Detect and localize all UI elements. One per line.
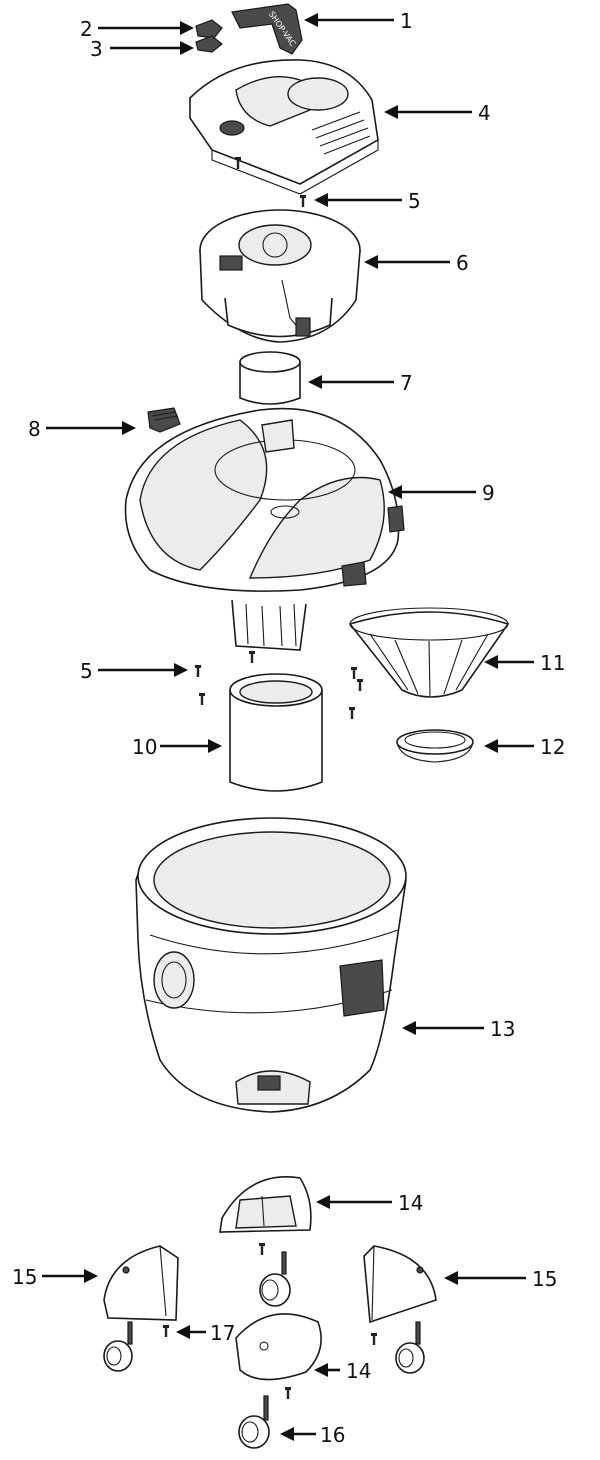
part-9-lid — [124, 407, 405, 651]
part-15-caster-foot-right — [363, 1245, 437, 1324]
label-5-lower: 5 — [80, 659, 93, 683]
label-3: 3 — [90, 37, 103, 61]
part-12-ring — [396, 729, 474, 763]
part-16-caster — [238, 1395, 270, 1449]
label-14-upper: 14 — [398, 1191, 423, 1215]
part-3-latch — [195, 35, 223, 53]
label-9: 9 — [482, 481, 495, 505]
label-17: 17 — [210, 1321, 235, 1345]
part-15-caster-foot-left — [103, 1245, 179, 1321]
part-4-motor-cover — [189, 59, 379, 195]
part-1-handle: SHOP-VAC — [231, 3, 303, 55]
label-11: 11 — [540, 651, 565, 675]
label-8: 8 — [28, 417, 41, 441]
part-14-caster-foot-lower — [235, 1313, 322, 1381]
part-7-foam-filter — [239, 351, 301, 405]
label-4: 4 — [478, 101, 491, 125]
callout-arrows — [42, 13, 534, 1441]
label-10: 10 — [132, 735, 157, 759]
caster-right — [395, 1321, 425, 1374]
label-15-right: 15 — [532, 1267, 557, 1291]
label-16: 16 — [320, 1423, 345, 1447]
label-12: 12 — [540, 735, 565, 759]
label-5-top: 5 — [408, 189, 421, 213]
label-1: 1 — [400, 9, 413, 33]
label-13: 13 — [490, 1017, 515, 1041]
part-13-tank — [135, 817, 407, 1113]
part-8-clip — [147, 407, 181, 433]
screw-5-top — [300, 195, 306, 207]
label-7: 7 — [400, 371, 413, 395]
screw-14 — [259, 1243, 265, 1255]
screw-cover — [235, 157, 241, 169]
part-2-button — [195, 19, 223, 39]
callout-labels: 1 2 3 4 5 6 7 8 9 5 10 11 12 13 14 15 15… — [12, 9, 565, 1447]
label-15-left: 15 — [12, 1265, 37, 1289]
part-14-caster-foot-upper — [219, 1176, 312, 1233]
caster-center — [259, 1251, 291, 1307]
part-6-motor — [199, 209, 361, 343]
label-14-lower: 14 — [346, 1359, 371, 1383]
screw-17 — [163, 1325, 169, 1337]
screw-lower-plate — [285, 1387, 291, 1399]
screw-right — [371, 1333, 377, 1345]
part-10-filter-cage — [229, 673, 323, 792]
caster-left — [103, 1321, 133, 1372]
part-11-cone-filter — [348, 607, 510, 698]
label-6: 6 — [456, 251, 469, 275]
label-2: 2 — [80, 17, 93, 41]
